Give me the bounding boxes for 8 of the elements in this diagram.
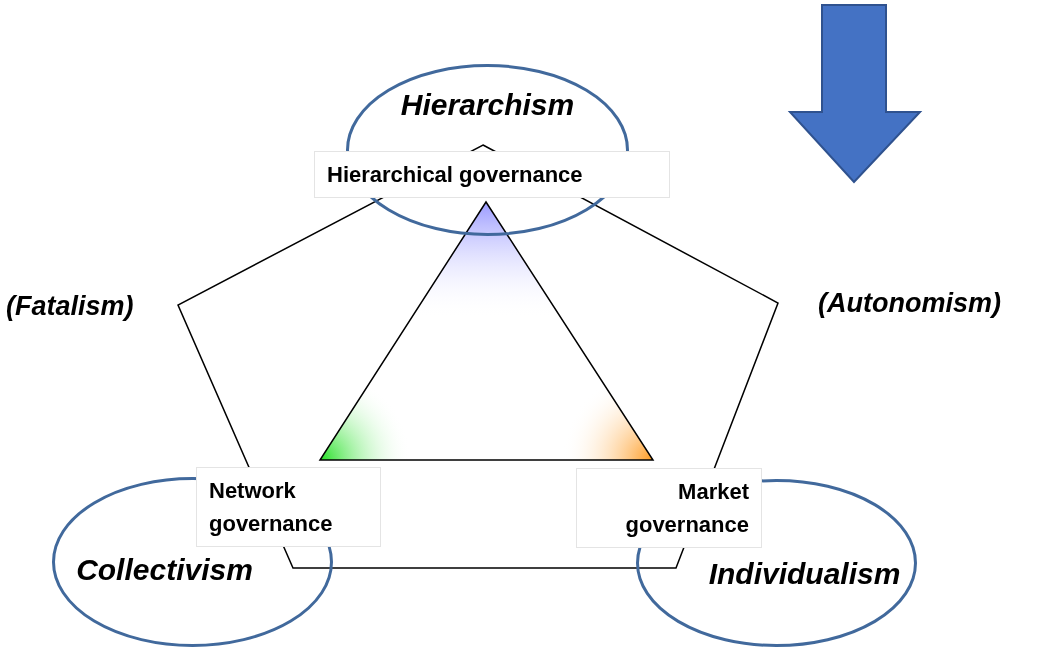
governance-box: Hierarchical governance: [314, 151, 670, 198]
ellipse-label: Collectivism: [76, 555, 253, 585]
label: (Fatalism): [6, 290, 134, 323]
governance-box: Market governance: [576, 468, 762, 548]
governance-box: Network governance: [196, 467, 381, 547]
ellipse-label: Individualism: [708, 559, 901, 589]
ellipse-label: Hierarchism: [400, 90, 575, 120]
label: (Autonomism): [818, 287, 1001, 320]
